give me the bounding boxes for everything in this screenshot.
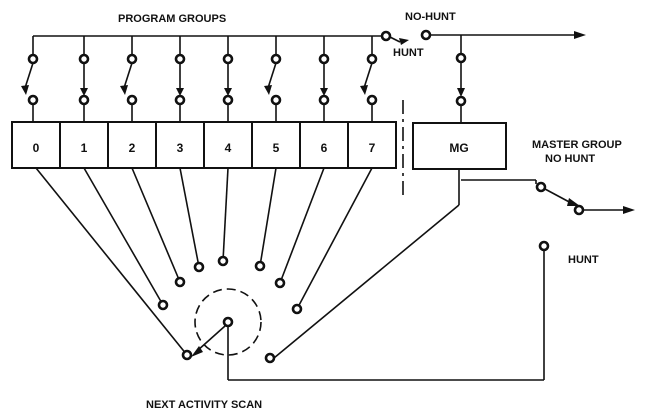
program-group-box-label-4: 4: [225, 141, 232, 155]
master-group-output-arrow: [623, 206, 635, 214]
master-group-box-label: MG: [449, 141, 468, 155]
scan-line-6: [279, 167, 325, 284]
program-upper-contact-0: [27, 53, 39, 65]
program-upper-contact-3: [174, 53, 186, 65]
program-group-box-label-2: 2: [129, 141, 136, 155]
scan-contact-7: [291, 303, 303, 315]
master-group-box: [412, 122, 507, 170]
scan-lines: [35, 167, 373, 356]
program-switch-arrowhead-4: [224, 88, 232, 96]
mg-to-scan-line: [273, 204, 460, 359]
scan-contacts: [157, 255, 303, 364]
scan-line-3: [179, 167, 200, 268]
program-upper-contact-2: [126, 53, 138, 65]
program-group-box-label-7: 7: [369, 141, 376, 155]
scanner-wiper-arm: [196, 325, 226, 352]
scan-line-5: [259, 167, 277, 267]
scan-line-7: [296, 167, 373, 310]
program-upper-contact-7: [366, 53, 378, 65]
scan-line-4: [222, 167, 229, 262]
master-group-switch-arrowhead: [567, 198, 580, 206]
program-lower-contact-6: [318, 94, 330, 106]
scan-line-0: [35, 167, 188, 356]
program-switch-blade-2: [123, 62, 133, 89]
program-group-box-5: [251, 121, 301, 169]
program-group-box-label-1: 1: [81, 141, 88, 155]
master-group-no-hunt-contact: [573, 204, 585, 216]
scan-line-2: [131, 167, 181, 283]
program-switch-blade-7: [363, 62, 373, 89]
program-group-box-label-0: 0: [33, 141, 40, 155]
program-group-box-label-3: 3: [177, 141, 184, 155]
program-lower-contact-0: [27, 94, 39, 106]
program-lower-contact-4: [222, 94, 234, 106]
program-switch-arrowhead-5: [264, 85, 272, 95]
mg-upper-contact: [455, 52, 467, 64]
master-group-no-hunt-label: NO HUNT: [545, 153, 595, 165]
program-upper-contact-1: [78, 53, 90, 65]
program-group-box-3: [155, 121, 205, 169]
hunt-right-contact: [538, 240, 550, 252]
program-switch-arrowhead-2: [120, 85, 128, 95]
hunt-switch-contact: [380, 30, 392, 42]
program-group-box-label-5: 5: [273, 141, 280, 155]
scan-contact-2: [174, 276, 186, 288]
hunt-right-label: HUNT: [568, 254, 599, 266]
program-group-box-label-6: 6: [321, 141, 328, 155]
program-switch-drops: [21, 36, 378, 122]
program-upper-contact-6: [318, 53, 330, 65]
mg-lower-contact: [455, 95, 467, 107]
no-hunt-label: NO-HUNT: [405, 11, 456, 23]
program-switch-blade-5: [267, 62, 277, 89]
scan-contact-1: [157, 299, 169, 311]
program-lower-contact-7: [366, 94, 378, 106]
program-switch-arrowhead-3: [176, 88, 184, 96]
program-lower-contact-5: [270, 94, 282, 106]
program-switch-arrowhead-6: [320, 88, 328, 96]
program-switch-blade-0: [24, 62, 34, 89]
scan-contact-5: [254, 260, 266, 272]
program-lower-contact-3: [174, 94, 186, 106]
program-switch-arrowhead-1: [80, 88, 88, 96]
hunt-switch-arrowhead: [399, 38, 409, 45]
scan-contact-3: [193, 261, 205, 273]
program-switch-arrowhead-0: [21, 85, 29, 95]
scanner-dashed-circle: [194, 288, 262, 356]
no-hunt-contact: [420, 29, 432, 41]
scanner-center-contact: [222, 316, 234, 328]
next-activity-scan-label: NEXT ACTIVITY SCAN: [146, 399, 262, 411]
mg-switch-arrowhead: [457, 88, 465, 97]
program-group-boxes: 0 1 2 3 4 5 6 7: [11, 121, 397, 169]
program-lower-contact-2: [126, 94, 138, 106]
scan-contact-6: [274, 277, 286, 289]
hunt-top-label: HUNT: [393, 47, 424, 59]
program-groups-label: PROGRAM GROUPS: [118, 13, 226, 25]
program-group-box-7: [347, 121, 397, 169]
program-upper-contact-4: [222, 53, 234, 65]
scan-contact-0: [181, 349, 193, 361]
master-group-switch-contact: [535, 181, 547, 193]
program-upper-contact-5: [270, 53, 282, 65]
master-group-label: MASTER GROUP: [532, 139, 622, 151]
program-lower-contact-1: [78, 94, 90, 106]
no-hunt-output-arrow: [574, 31, 586, 39]
scan-line-1: [83, 167, 164, 306]
scan-contact-mg: [264, 352, 276, 364]
program-switch-arrowhead-7: [360, 85, 368, 95]
program-group-box-4: [203, 121, 253, 169]
scanner-wiper-arrowhead: [191, 346, 203, 357]
scan-contact-4: [217, 255, 229, 267]
